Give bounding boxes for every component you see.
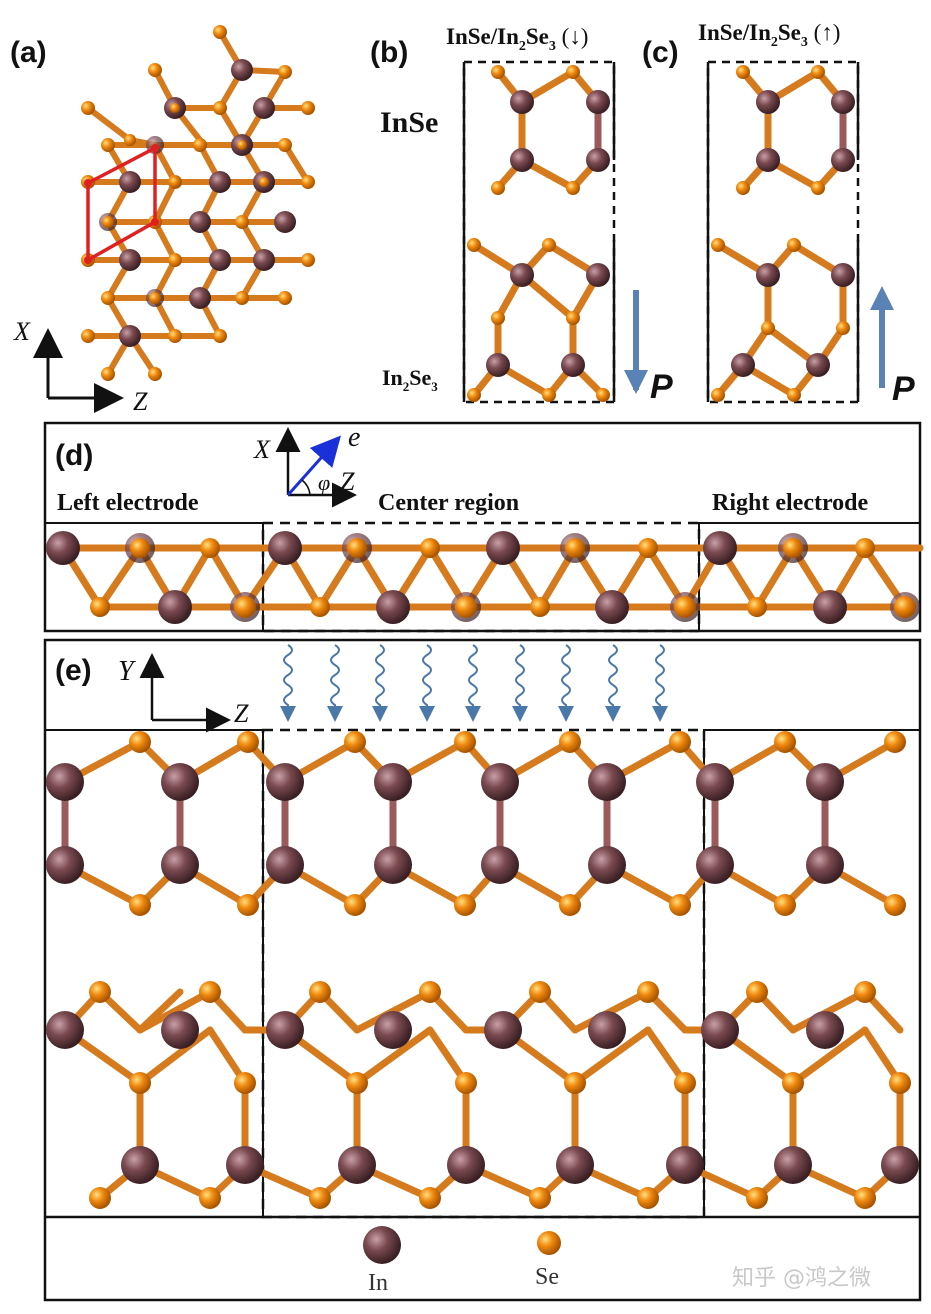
legend-se-label: Se [535,1264,559,1290]
panel-e-axes: Y Z [118,653,249,733]
legend-in-atom [363,1226,401,1264]
watermark: 知乎 @鸿之微 [732,1266,871,1291]
panel-c-letter: (c) [642,36,679,69]
panel-a-lattice [81,25,315,381]
panel-a-axes: X Z [13,317,148,416]
panel-b-p-label: P [650,368,673,406]
panel-c-title: InSe/In2Se3 (↑) [698,20,840,50]
panel-e-letter: (e) [55,654,92,687]
panel-b-structure [467,65,610,402]
panel-a-x-label: X [13,317,31,346]
panel-b-title: InSe/In2Se3 (↓) [446,24,588,54]
light-waves [280,644,668,722]
phi-label: φ [318,470,330,495]
panel-a-z-label: Z [133,387,148,416]
panel-d-letter: (d) [55,439,93,472]
legend-in-label: In [368,1270,388,1296]
legend-se-atom [537,1231,561,1255]
panel-e-in2se3-layer [46,981,919,1209]
left-electrode-label: Left electrode [57,490,199,516]
panel-d-z-label: Z [340,467,355,496]
panel-d-axes: X Z φ e [253,422,360,508]
panel-d-x-label: X [253,435,271,464]
panel-c: (c) InSe/In2Se3 (↑) [642,20,915,408]
panel-c-p-label: P [892,370,915,408]
center-region-label: Center region [378,490,519,516]
legend: In Se [363,1226,561,1296]
panel-b: (b) InSe/In2Se3 (↓) InSe In2Se3 [370,24,673,406]
e-vector-label: e [348,422,360,453]
panel-b-letter: (b) [370,36,408,69]
panel-e-z-label: Z [234,699,249,728]
panel-c-structure [711,65,855,402]
panel-b-inse-label: InSe [380,106,438,139]
panel-e-inse-layer [46,731,906,916]
panel-b-in2se3-label: In2Se3 [382,365,438,394]
right-electrode-label: Right electrode [712,490,869,516]
panel-e-y-label: Y [118,656,137,687]
panel-e: (e) Y Z [43,638,922,1302]
panel-d-structure [46,531,924,624]
panel-a: (a) [10,25,315,416]
panel-a-letter: (a) [10,36,47,69]
panel-d: (d) Left electrode Center region Right e… [43,421,924,633]
